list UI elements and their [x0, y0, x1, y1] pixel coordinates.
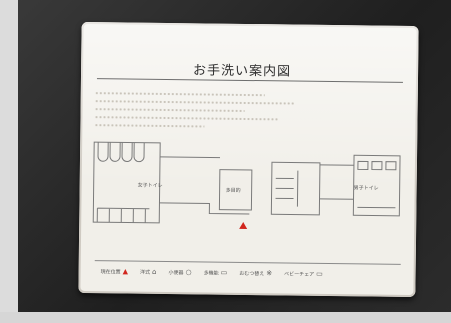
- multifunction-icon: ▭: [220, 268, 228, 277]
- toilet-stalls-bottom: [96, 207, 150, 223]
- mens-fixtures: [357, 160, 397, 209]
- multipurpose-label: 多目的: [226, 187, 241, 194]
- corridor-walls-right: [319, 164, 354, 200]
- wall-edge: [0, 0, 18, 323]
- western-toilet-icon: ⌂: [151, 267, 157, 276]
- you-are-here-icon: ▲: [122, 267, 129, 276]
- diaper-changing-icon: ※: [266, 269, 273, 278]
- legend-label: おむつ替え: [239, 270, 265, 278]
- sign-title: お手洗い案内図: [192, 63, 292, 80]
- mens-restroom-area: [352, 154, 401, 217]
- urinal-icon: ○: [185, 268, 192, 277]
- legend-item: 小便器 ○: [168, 268, 192, 277]
- you-are-here-marker: [239, 221, 248, 229]
- restroom-guide-sign: お手洗い案内図 女子トイレ 多目的 男子トイレ: [78, 21, 419, 298]
- mens-label: 男子トイレ: [354, 184, 379, 191]
- central-core: [270, 161, 321, 216]
- womens-label: 女子トイレ: [138, 182, 163, 189]
- floor-plan-map: 女子トイレ 多目的 男子トイレ: [92, 141, 401, 229]
- legend-item: 多機能 ▭: [203, 268, 228, 277]
- womens-restroom-area: [92, 141, 161, 224]
- legend-label: 小便器: [168, 270, 184, 277]
- legend-label: 現在位置: [100, 269, 121, 276]
- legend-item: 現在位置 ▲: [100, 267, 129, 276]
- floor-edge: [0, 312, 451, 323]
- legend-label: 多機能: [203, 270, 219, 277]
- corridor-walls: [159, 156, 250, 215]
- toilet-stalls-top: [97, 142, 145, 163]
- map-legend: 現在位置 ▲ 洋式 ⌂ 小便器 ○ 多機能 ▭ おむつ替え ※ ベビーチェア ▭: [100, 267, 401, 279]
- legend-divider: [94, 260, 401, 265]
- core-details: [275, 170, 299, 207]
- legend-label: 洋式: [139, 269, 151, 276]
- multipurpose-room: [218, 169, 253, 211]
- baby-chair-icon: ▭: [316, 269, 323, 278]
- legend-item: おむつ替え ※: [239, 269, 273, 278]
- legend-label: ベビーチェア: [284, 271, 315, 278]
- legend-item: 洋式 ⌂: [139, 267, 157, 276]
- legend-item: ベビーチェア ▭: [284, 269, 323, 278]
